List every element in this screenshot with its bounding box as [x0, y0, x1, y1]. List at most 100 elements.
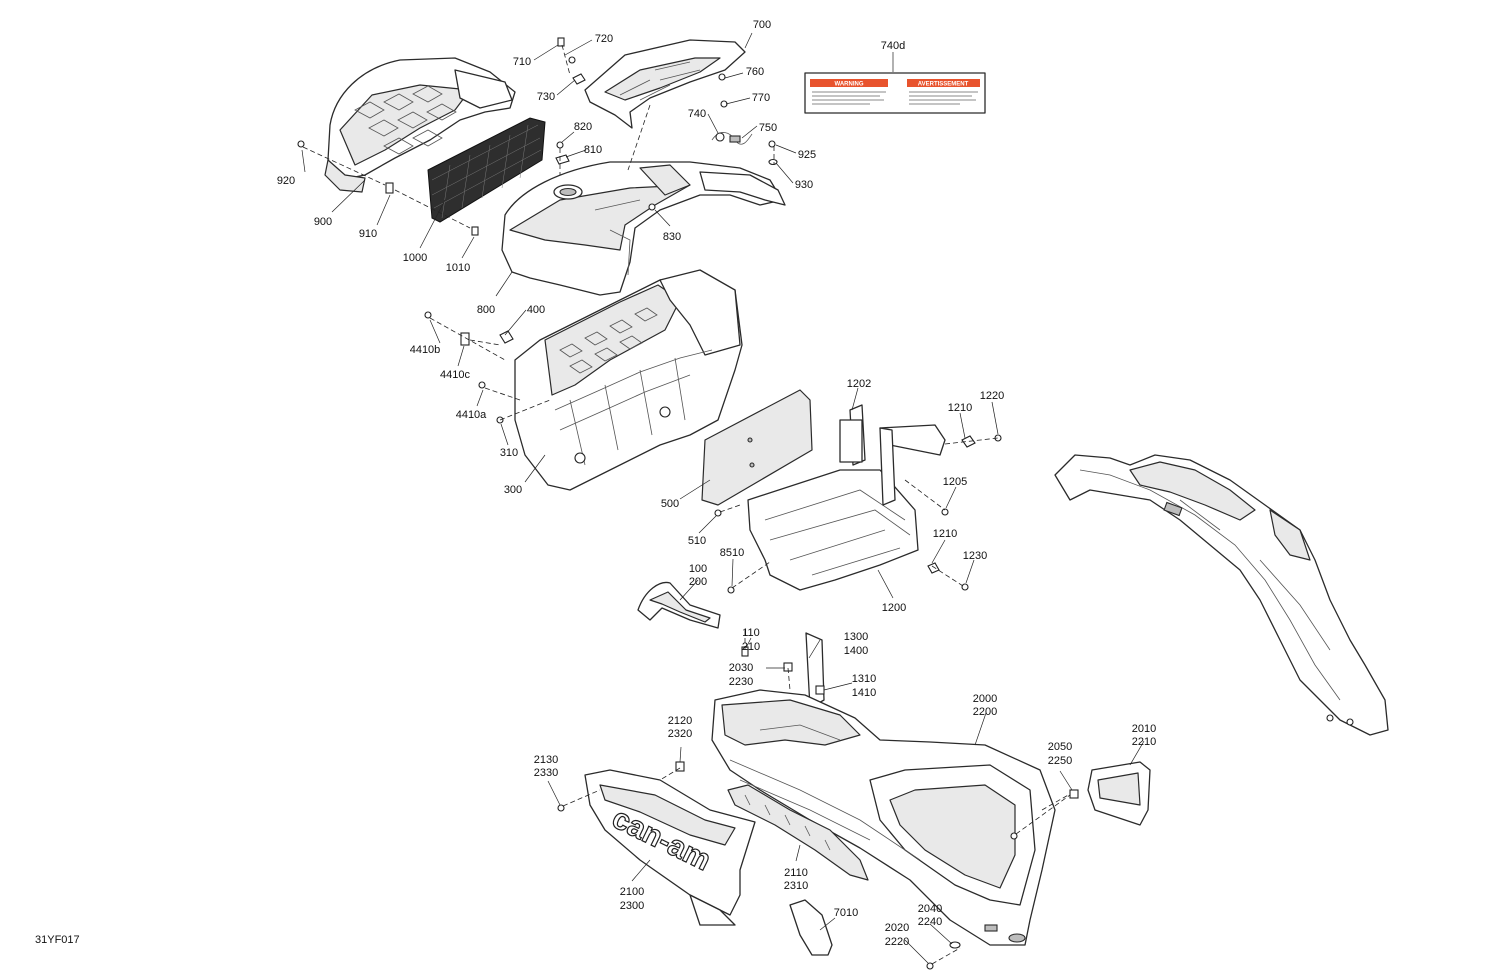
fastener-1210-bottom [927, 562, 940, 574]
assembly-lines [302, 44, 1071, 965]
fastener-2020 [926, 962, 934, 970]
callout-800: 800 [477, 304, 495, 316]
part-cable-connector [711, 132, 753, 145]
callout-2020: 2020 [885, 922, 909, 934]
callout-1010: 1010 [446, 262, 470, 274]
part-trim-strip [727, 784, 869, 881]
callout-110: 110 [742, 627, 760, 639]
callout-2010: 2010 [1132, 723, 1156, 735]
callout-8510: 8510 [720, 547, 744, 559]
callout-2210: 2210 [1132, 736, 1156, 748]
fastener-510 [714, 509, 722, 517]
callout-2000: 2000 [973, 693, 997, 705]
callout-1000: 1000 [403, 252, 427, 264]
callout-1202: 1202 [847, 378, 871, 390]
fastener-760 [718, 73, 726, 81]
part-clip-piece [789, 899, 833, 956]
callout-1300: 1300 [844, 631, 868, 643]
fastener-2050 [1069, 789, 1079, 799]
callout-810: 810 [584, 144, 602, 156]
part-warning-decal: WARNING AVERTISSEMENT [804, 72, 986, 114]
callout-1210-bottom: 1210 [933, 528, 957, 540]
fastener-4410b [424, 311, 432, 319]
part-rear-plate [701, 389, 813, 506]
callout-4410b: 4410b [410, 344, 441, 356]
callout-2310: 2310 [784, 880, 808, 892]
callout-740: 740 [688, 108, 706, 120]
leader-lines [301, 32, 1145, 964]
callout-2200: 2200 [973, 706, 997, 718]
callout-1400: 1400 [844, 645, 868, 657]
callout-910: 910 [359, 228, 377, 240]
fastener-2130 [557, 804, 565, 812]
callout-925: 925 [798, 149, 816, 161]
fastener-720 [568, 56, 576, 64]
callout-4410c: 4410c [440, 369, 470, 381]
callout-2130: 2130 [534, 754, 558, 766]
callout-1230: 1230 [963, 550, 987, 562]
callout-920: 920 [277, 175, 295, 187]
callout-1220: 1220 [980, 390, 1004, 402]
part-side-rail-assembly [1054, 454, 1389, 736]
callout-210: 210 [742, 641, 760, 653]
fastener-1205 [941, 508, 949, 516]
warning-title-fr: AVERTISSEMENT [918, 82, 969, 88]
callout-310: 310 [500, 447, 518, 459]
callout-100: 100 [689, 563, 707, 575]
callout-2050: 2050 [1048, 741, 1072, 753]
callout-1310: 1310 [852, 673, 876, 685]
callout-2110: 2110 [784, 867, 808, 879]
callout-500: 500 [661, 498, 679, 510]
fastener-930 [768, 158, 778, 166]
part-mounting-bracket [747, 404, 946, 591]
part-side-trim [637, 581, 721, 629]
callout-830: 830 [663, 231, 681, 243]
fastener-4410a [478, 381, 486, 389]
callout-1210-top: 1210 [948, 402, 972, 414]
callout-2320: 2320 [668, 728, 692, 740]
figure-code: 31YF017 [35, 934, 80, 946]
callout-400: 400 [527, 304, 545, 316]
part-side-body-panel [711, 689, 1056, 946]
part-lower-front-fascia [514, 269, 743, 491]
callout-1205: 1205 [943, 476, 967, 488]
callout-300: 300 [504, 484, 522, 496]
callout-710: 710 [513, 56, 531, 68]
warning-decal-right-header [907, 79, 980, 87]
fastener-1210-top [961, 435, 976, 448]
callout-2220: 2220 [885, 936, 909, 948]
callout-730: 730 [537, 91, 555, 103]
fastener-2040 [949, 941, 961, 949]
fastener-1010 [471, 226, 479, 236]
fastener-730 [572, 73, 586, 85]
callout-2030: 2030 [729, 662, 753, 674]
part-top-cover [584, 39, 746, 129]
callout-2120: 2120 [668, 715, 692, 727]
fastener-400 [499, 330, 514, 344]
callout-4410a: 4410a [456, 409, 487, 421]
part-mesh-screen [427, 117, 546, 223]
callout-2300: 2300 [620, 900, 644, 912]
part-front-upper-cover [501, 161, 786, 296]
fastener-920 [297, 140, 305, 148]
callout-510: 510 [688, 535, 706, 547]
fastener-1310 [815, 685, 825, 695]
callout-900: 900 [314, 216, 332, 228]
callout-700: 700 [753, 19, 771, 31]
callout-720: 720 [595, 33, 613, 45]
fastener-710 [557, 37, 565, 47]
callout-labels: 700 710 720 730 740d 760 770 740 750 820… [277, 19, 1156, 948]
warning-title-en: WARNING [835, 82, 864, 88]
part-access-cover [1087, 761, 1151, 826]
callout-2230: 2230 [729, 676, 753, 688]
fastener-910 [385, 182, 394, 194]
callout-740d: 740d [881, 40, 905, 52]
fastener-1230 [961, 583, 969, 591]
callout-770: 770 [752, 92, 770, 104]
callout-1200: 1200 [882, 602, 906, 614]
callout-7010: 7010 [834, 907, 858, 919]
fastener-820 [556, 141, 564, 149]
callout-2240: 2240 [918, 916, 942, 928]
